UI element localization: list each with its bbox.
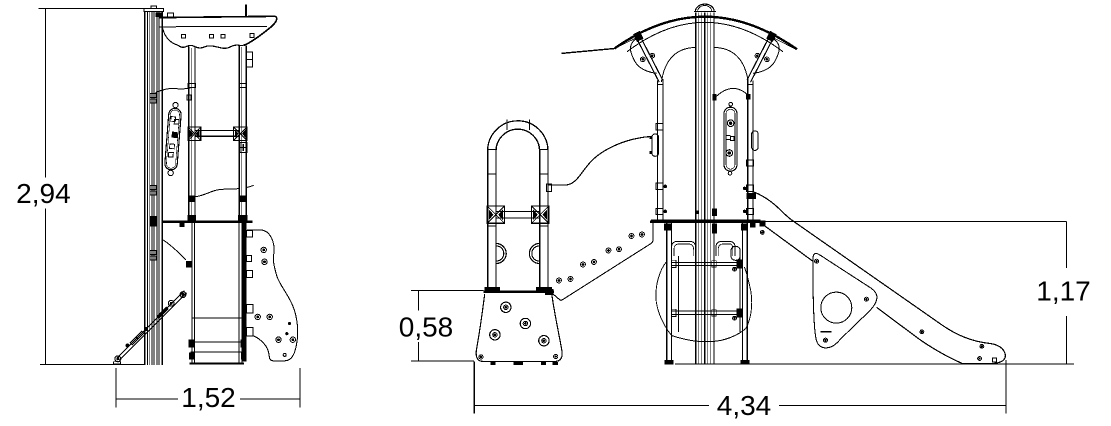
svg-text:1,52: 1,52 — [181, 382, 236, 413]
svg-text:1,17: 1,17 — [1036, 275, 1091, 306]
svg-text:0,58: 0,58 — [399, 311, 454, 342]
svg-text:4,34: 4,34 — [717, 390, 772, 421]
svg-text:2,94: 2,94 — [16, 178, 71, 209]
